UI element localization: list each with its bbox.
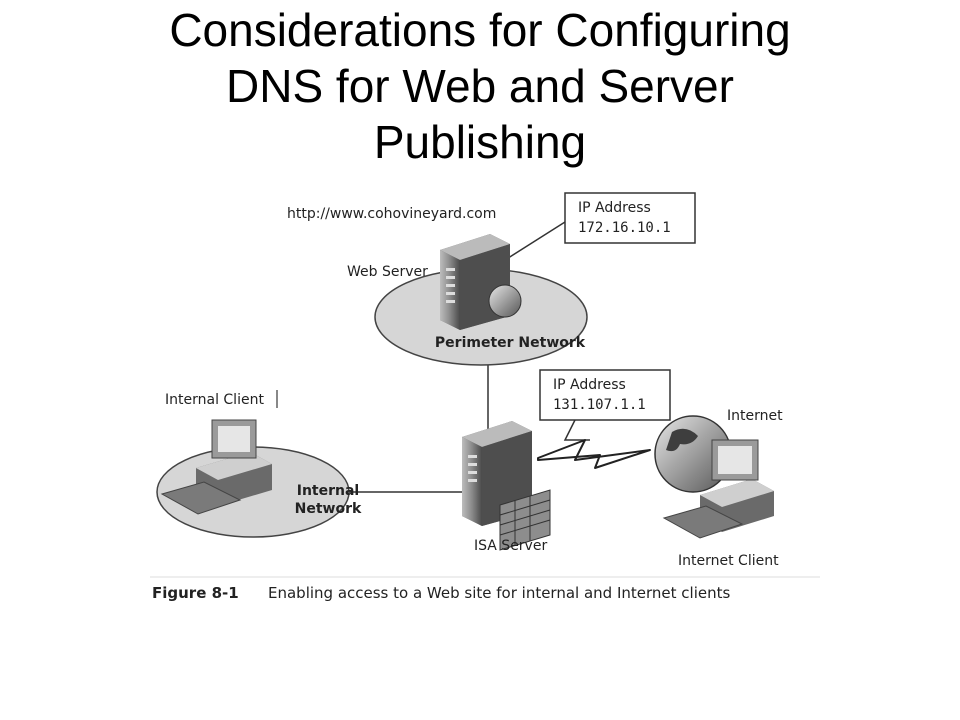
slide-title: Considerations for Configuring DNS for W… — [0, 2, 960, 170]
globe-continent — [666, 428, 698, 452]
internal-client-computer-icon — [160, 419, 272, 515]
connection-lines — [344, 221, 566, 493]
web-ip-box-address: 172.16.10.1 — [578, 220, 671, 236]
internet-client-label: Internet Client — [678, 553, 779, 569]
internal-network-label-1: Internal — [297, 483, 359, 499]
isa-ip-callout-line — [563, 419, 590, 441]
web-ip-callout-line — [504, 221, 566, 261]
isa-ip-box-address: 131.107.1.1 — [553, 397, 646, 413]
figure-number: Figure 8-1 — [152, 584, 239, 602]
internet-client-computer-icon — [662, 439, 774, 539]
internet-label: Internet — [727, 408, 783, 424]
internal-network-label-2: Network — [295, 501, 362, 517]
firewall-icon — [499, 489, 551, 551]
slide-title-line-3: Publishing — [373, 116, 587, 168]
internal-client-label: Internal Client — [165, 392, 264, 408]
web-globe-icon — [488, 284, 522, 318]
perimeter-network-label: Perimeter Network — [435, 335, 586, 351]
figure-caption-text: Enabling access to a Web site for intern… — [268, 584, 730, 602]
web-ip-box-title: IP Address — [578, 200, 651, 216]
isa-server-label: ISA Server — [474, 538, 547, 554]
isa-ip-box-title: IP Address — [553, 377, 626, 393]
slide-title-line-2: DNS for Web and Server — [226, 60, 734, 112]
url-label: http://www.cohovineyard.com — [287, 206, 496, 222]
isa-ip-box: IP Address 131.107.1.1 — [539, 369, 671, 421]
web-ip-box: IP Address 172.16.10.1 — [564, 192, 696, 244]
isa-server-icon — [462, 421, 532, 526]
slide-title-line-1: Considerations for Configuring — [169, 4, 791, 56]
lightning-bolt-icon — [537, 439, 651, 469]
web-server-label: Web Server — [347, 264, 428, 280]
